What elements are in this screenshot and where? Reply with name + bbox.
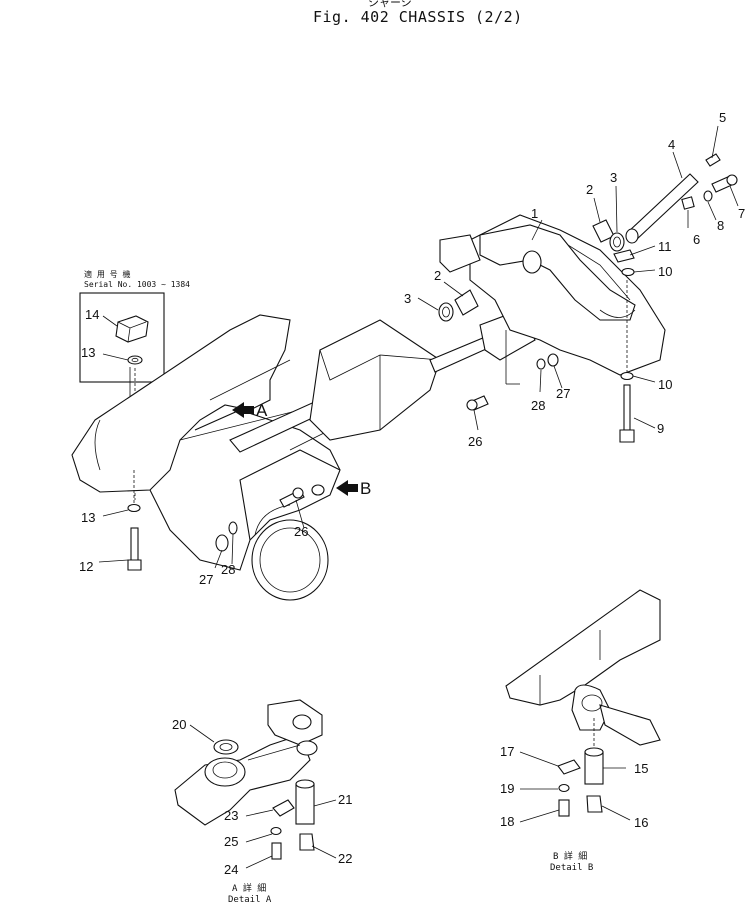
detail-b-label-jp: B 詳 細	[553, 852, 588, 862]
part-13-washer-lower	[127, 503, 141, 513]
callout-25: 25	[224, 834, 239, 849]
callout-23: 23	[224, 808, 239, 823]
callout-2: 2	[586, 182, 594, 197]
callout-1: 1	[531, 206, 539, 221]
callout-8: 8	[717, 218, 725, 233]
part-18-bolt	[558, 799, 570, 817]
detail-b	[505, 589, 661, 823]
callout-10: 10	[658, 264, 673, 279]
callout-12: 12	[79, 559, 94, 574]
callout-5: 5	[719, 110, 727, 125]
detail-a	[174, 699, 337, 869]
callout-7: 7	[738, 206, 746, 221]
part-16-grease-fitting	[586, 795, 603, 813]
part-19-washer	[558, 783, 570, 793]
callout-14: 14	[85, 307, 100, 322]
part-6-lock-plate	[681, 196, 695, 210]
part-11-shim	[613, 249, 635, 263]
part-17-lock-plate	[557, 759, 581, 775]
part-10-washer-lower	[620, 371, 634, 381]
callout-26: 26	[468, 434, 483, 449]
part-9-bolt	[623, 384, 631, 431]
japanese-title: シャーシ	[368, 0, 412, 9]
callout-16: 16	[634, 815, 649, 830]
figure-title: Fig. 402 CHASSIS (2/2)	[313, 8, 523, 26]
callout-27: 27	[556, 386, 571, 401]
part-21-pin	[295, 783, 315, 825]
callout-9: 9	[657, 421, 665, 436]
arrow-a-icon	[232, 402, 254, 418]
part-20-washer	[213, 739, 239, 755]
part-22-grease-fitting	[299, 833, 315, 851]
callout-15: 15	[634, 761, 649, 776]
part-15-pin	[584, 751, 604, 785]
callout-3: 3	[610, 170, 618, 185]
serial-label: Serial No. 1003 ~ 1384	[84, 280, 190, 289]
part-14-block	[115, 315, 149, 343]
callout-28: 28	[531, 398, 546, 413]
callout-28: 28	[221, 562, 236, 577]
callout-6: 6	[693, 232, 701, 247]
detail-a-label-jp: A 詳 細	[232, 884, 267, 894]
callout-11: 11	[658, 239, 672, 254]
part-3-ring-lower	[438, 302, 454, 322]
drum-wheel	[251, 519, 329, 601]
part-27-nut-left	[215, 534, 229, 552]
part-23-lock-plate	[272, 799, 295, 817]
transmission-case	[309, 319, 441, 441]
callout-4: 4	[668, 137, 676, 152]
serial-box-frame	[79, 292, 165, 383]
callout-13: 13	[81, 510, 96, 525]
part-2-bushing-lower	[454, 289, 479, 316]
detail-a-label: Detail A	[228, 895, 272, 905]
callout-27: 27	[199, 572, 214, 587]
arrow-b-icon	[336, 480, 358, 496]
detail-b-label: Detail B	[550, 863, 594, 873]
serial-label-jp: 適 用 号 機	[84, 270, 131, 279]
part-25-washer	[270, 826, 282, 836]
callout-2: 2	[434, 268, 442, 283]
part-10-washer-upper	[621, 267, 635, 277]
callout-22: 22	[338, 851, 353, 866]
part-28-washer-right	[536, 358, 546, 370]
callout-17: 17	[500, 744, 515, 759]
part-24-bolt	[271, 842, 282, 860]
part-27-nut-right	[547, 353, 559, 367]
callout-26: 26	[294, 524, 309, 539]
leader-lines	[98, 125, 739, 569]
callout-10: 10	[658, 377, 673, 392]
part-28-washer-left	[228, 521, 238, 535]
part-5-grease-fitting	[705, 153, 721, 167]
callout-13: 13	[81, 345, 96, 360]
callout-19: 19	[500, 781, 515, 796]
view-marker-a: A	[256, 401, 268, 420]
callout-20: 20	[172, 717, 187, 732]
part-8-washer	[703, 190, 713, 202]
callout-21: 21	[338, 792, 353, 807]
part-3-ring-upper	[609, 232, 625, 252]
part-1-bracket	[479, 224, 636, 321]
callout-18: 18	[500, 814, 515, 829]
part-13-washer-upper	[127, 355, 143, 365]
callout-3: 3	[404, 291, 412, 306]
view-marker-b: B	[360, 479, 372, 498]
callout-24: 24	[224, 862, 239, 877]
